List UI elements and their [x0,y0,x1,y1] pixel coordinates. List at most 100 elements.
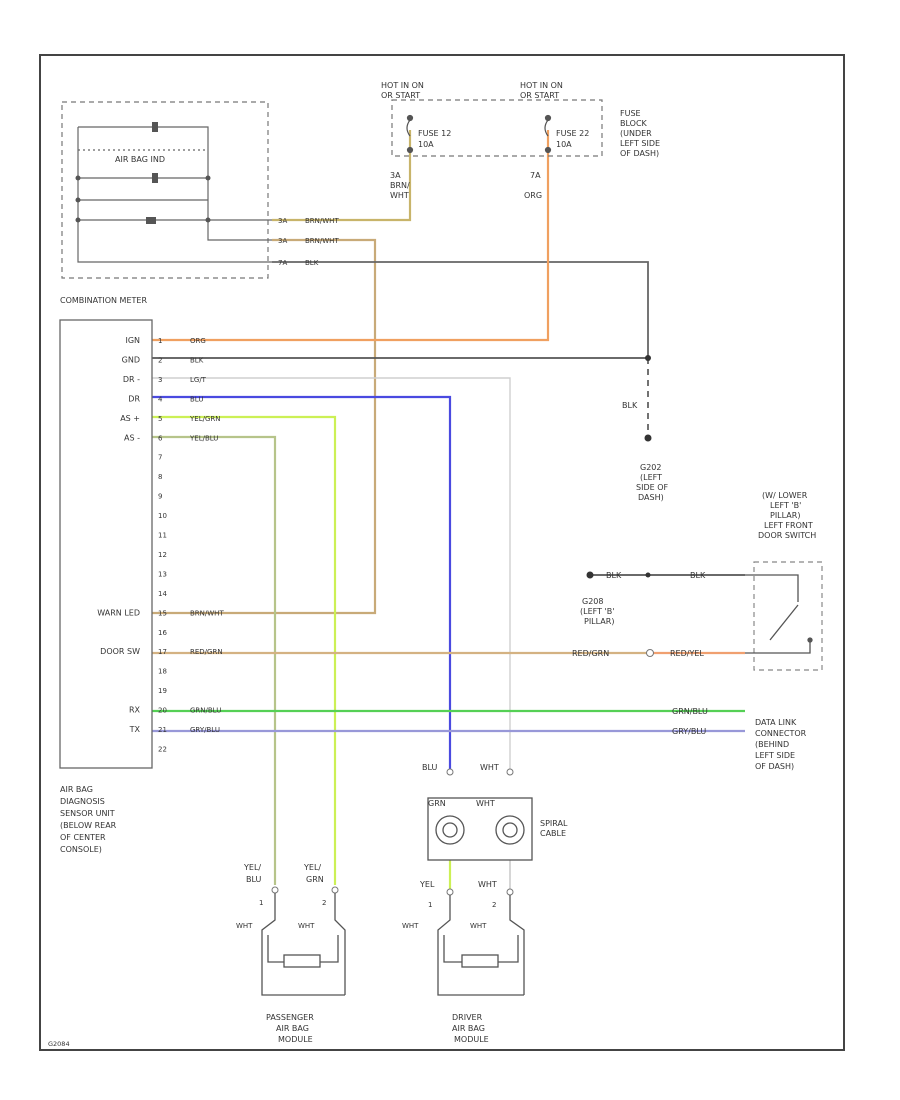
ground1-label-3: DASH) [638,493,664,502]
data-link-wire-1: GRN/BLU [672,707,708,716]
fuse-wire1-color-a: BRN/ [390,181,410,190]
fuse-symbol-12 [406,114,414,154]
sensor-pin-number: 22 [158,745,167,753]
driver-pin-1: 1 [428,901,432,909]
driver-label-2: MODULE [454,1035,489,1044]
ground1-label-1: (LEFT [640,473,662,482]
data-link-label-1: CONNECTOR [755,729,807,738]
meter-pin-3: 7A [278,259,287,267]
meter-label: COMBINATION METER [60,296,147,305]
fuse-block-label-0: FUSE [620,109,641,118]
door-switch-label-4: DOOR SWITCH [758,531,816,540]
door-ground-label-1: (LEFT 'B' [580,607,614,616]
sensor-pin-number: 3 [158,376,162,384]
meter-wire-3: BLK [305,259,319,267]
sensor-pin-number: 21 [158,726,167,734]
sensor-pin-name: GND [122,355,140,364]
passenger-pin-1-circle [271,886,279,894]
sensor-pin-name: DR - [123,375,140,384]
fuse-hot-label-1b: OR START [381,91,420,100]
passenger-label-2: MODULE [278,1035,313,1044]
meter-pin-1: 3A [278,217,287,225]
sensor-pin-number: 16 [158,629,167,637]
passenger-pin-1: 1 [259,899,263,907]
passenger-module-symbol [261,893,346,996]
sensor-unit-box [59,319,153,769]
spiral-label-0: SPIRAL [540,819,568,828]
fuse-wire2-pin: 7A [530,171,541,180]
sensor-label-2: SENSOR UNIT [60,809,115,818]
meter-pin-2: 3A [278,237,287,245]
sensor-pin-number: 4 [158,395,163,403]
driver-pin-1-circle [446,888,454,896]
fuse-hot-label-1a: HOT IN ON [381,81,424,90]
sensor-pin-name: DR [128,394,140,403]
passenger-label-0: PASSENGER [266,1013,314,1022]
sensor-pin-number: 14 [158,590,167,598]
meter-wire-1: BRN/WHT [305,217,339,225]
sensor-label-5: CONSOLE) [60,845,102,854]
sensor-pin-name: AS + [120,414,140,423]
fuse-wire1-pin: 3A [390,171,401,180]
ground1-label-0: G202 [640,463,661,472]
wire-warn-led-brn-wht [152,238,377,615]
ground1-label-2: SIDE OF [636,483,668,492]
spiral-top-pin-1 [446,768,454,776]
door-switch-symbol [745,574,813,654]
sensor-pin-wire-color: BRN/WHT [190,609,224,617]
sensor-label-0: AIR BAG [60,785,93,794]
wire-fuse22-org [152,130,550,342]
sensor-pin-number: 5 [158,415,162,423]
sensor-pin-number: 9 [158,493,162,501]
driver-wht-a: WHT [402,922,419,930]
sensor-label-3: (BELOW REAR [60,821,117,830]
door-switch-label-2: PILLAR) [770,511,800,520]
meter-outline [61,101,269,279]
sensor-pin-wire-color: RED/GRN [190,648,223,656]
sensor-pin-number: 12 [158,551,167,559]
door-switch-label-0: (W/ LOWER [762,491,808,500]
door-ground-label-0: G208 [582,597,603,606]
ground1-symbol [644,434,652,442]
passenger-pin-2-circle [331,886,339,894]
fuse-wire2-color: ORG [524,191,542,200]
driver-pin-2: 2 [492,901,496,909]
sensor-pin-number: 1 [158,337,162,345]
fuse-hot-label-2b: OR START [520,91,559,100]
ground1-wire-label: BLK [622,401,638,410]
sensor-pin-number: 20 [158,707,167,715]
sensor-pin-number: 13 [158,570,167,578]
fuse-block-outline [391,99,603,157]
fuse-block-label-1: BLOCK [620,119,648,128]
wires [152,130,745,890]
sensor-pin-number: 10 [158,512,167,520]
sensor-pin-name: WARN LED [97,608,140,617]
spiral-top-left: BLU [422,763,438,772]
meter-inner-label: AIR BAG IND [115,155,165,164]
spiral-mid-right: WHT [476,799,495,808]
passenger-wire1-b: BLU [246,875,262,884]
spiral-label-1: CABLE [540,829,566,838]
footer-code: G2084 [48,1040,70,1048]
driver-module-symbol [437,895,525,996]
sensor-pin-number: 17 [158,648,167,656]
data-link-label-2: (BEHIND [755,740,789,749]
sensor-pin-wire-color: YEL/BLU [189,434,218,442]
fuse-block-label-4: OF DASH) [620,149,659,158]
sensor-pin-name: AS - [124,433,140,442]
diagram-frame [39,54,845,1051]
sensor-pin-number: 7 [158,454,162,462]
door-switch-outline [753,561,823,671]
passenger-label-1: AIR BAG [276,1024,309,1033]
spiral-top-right: WHT [480,763,499,772]
sensor-pin-name: TX [129,725,141,734]
fuse-12-rating: 10A [418,140,434,149]
sensor-pin-wire-color: ORG [190,337,206,345]
door-wire-blk-b: BLK [690,571,706,580]
sensor-pin-number: 8 [158,473,162,481]
sensor-pin-number: 19 [158,687,167,695]
sensor-label-1: DIAGNOSIS [60,797,105,806]
door-switch-label-3: LEFT FRONT [764,521,813,530]
sensor-pin-number: 11 [158,532,167,540]
